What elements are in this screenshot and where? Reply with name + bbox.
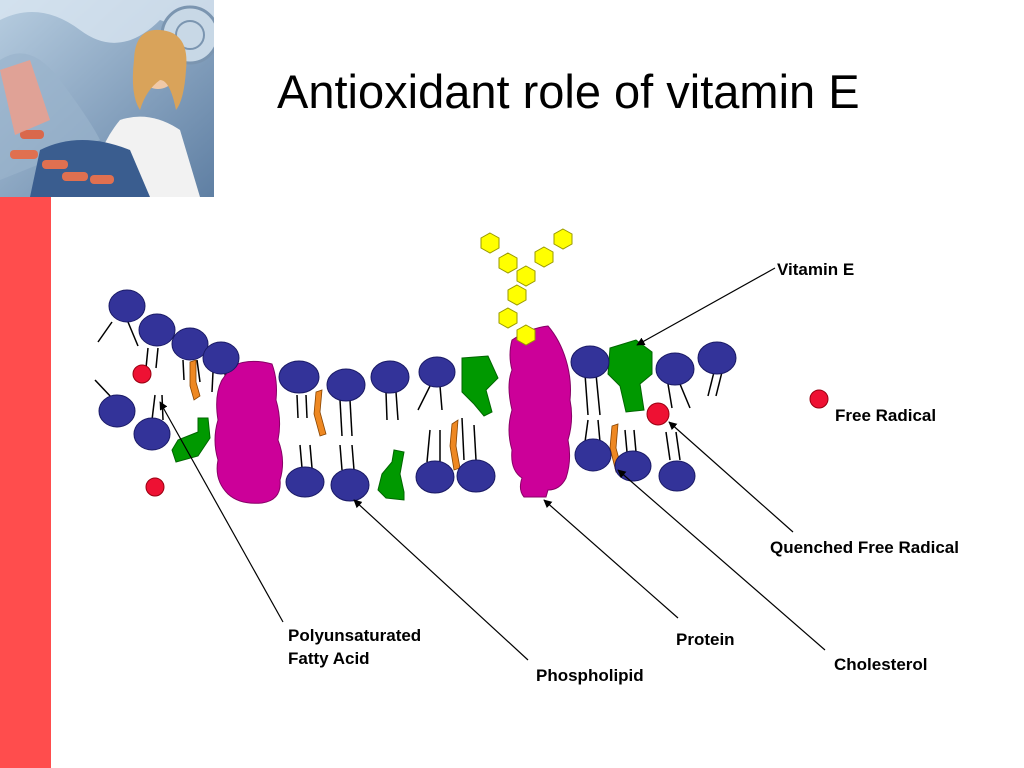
label-free-radical: Free Radical [835, 406, 937, 425]
label-arrows [159, 267, 826, 661]
protein-left [214, 360, 284, 504]
label-vitamin-e: Vitamin E [777, 260, 855, 279]
accent-bar [0, 197, 51, 768]
free-radicals [132, 364, 829, 497]
fatty-acids [189, 359, 623, 473]
label-quenched-free-radical: Quenched Free Radical [770, 538, 959, 557]
label-cholesterol: Cholesterol [834, 655, 928, 674]
label-protein: Protein [676, 630, 735, 649]
woman-reading-with-pills-photo-icon [0, 0, 214, 197]
green-proteins [171, 339, 653, 501]
vitamin-e-molecule [480, 228, 573, 346]
slide-title: Antioxidant role of vitamin E [277, 65, 860, 118]
phospholipid-heads [98, 289, 737, 502]
label-pufa-line2: Fatty Acid [288, 649, 370, 668]
label-pufa-line1: Polyunsaturated [288, 626, 422, 645]
label-phospholipid: Phospholipid [536, 666, 644, 685]
protein-channel [508, 325, 573, 498]
